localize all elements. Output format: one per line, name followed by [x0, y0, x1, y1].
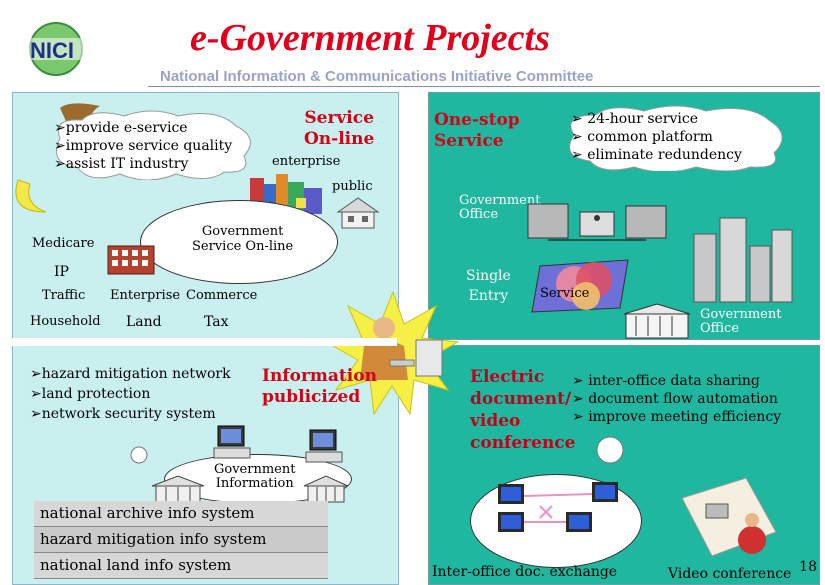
bullet-item: ➢ 24-hour service: [571, 111, 699, 127]
info-systems-table: national archive info system hazard miti…: [34, 501, 328, 579]
bullet-item: ➢ inter-office data sharing: [572, 373, 760, 389]
bullet-cloud: [56, 110, 251, 180]
item-traffic: Traffic: [42, 288, 86, 303]
item-ip: IP: [54, 264, 69, 280]
service-online-bullets: ➢provide e-service ➢improve service qual…: [54, 119, 232, 173]
bullet-item: ➢ eliminate redundency: [571, 147, 742, 163]
one-stop-bullets: ➢ 24-hour service ➢ common platform ➢ el…: [571, 110, 742, 164]
panel-gap: [12, 338, 397, 346]
service-label: Service: [540, 286, 590, 301]
video-conference-icon: [681, 477, 777, 557]
doc-exchange-computers-icon: [498, 482, 618, 532]
bullet-item: ➢land protection: [30, 386, 151, 402]
item-enterprise: Enterprise: [110, 288, 181, 303]
gov-office-bottom-label: Government Office: [700, 307, 782, 336]
gov-service-online-ellipse: [140, 200, 338, 284]
inter-office-caption: Inter-office doc. exchange: [432, 564, 618, 580]
bullet-item: ➢improve service quality: [54, 138, 233, 154]
header-divider: [148, 86, 820, 87]
networked-computers-icon: [213, 425, 343, 463]
gov-office-servers-icon: [527, 203, 667, 241]
public-label: public: [332, 179, 373, 194]
bubble-icon: [596, 436, 624, 464]
video-conference-caption: Video conference: [668, 566, 792, 582]
info-publicized-heading: Information publicized: [262, 366, 377, 407]
electric-document-heading: Electric document/ video conference: [470, 367, 576, 453]
info-publicized-bullets: ➢hazard mitigation network ➢land protect…: [30, 364, 231, 424]
gov-information-label: Government Information: [214, 462, 296, 491]
nici-logo-emblem: NICI: [26, 22, 88, 76]
enterprise-label: enterprise: [272, 154, 341, 169]
gov-office-building-icon: [623, 303, 691, 339]
gov-buildings-icon: [693, 217, 793, 303]
archive-building-icon: [151, 475, 205, 503]
table-row: national archive info system: [34, 501, 328, 527]
single-entry-label: Single Entry: [466, 268, 511, 304]
page-title: e-Government Projects: [190, 17, 550, 59]
bullet-item: ➢ improve meeting efficiency: [572, 409, 782, 425]
bullet-item: ➢ common platform: [571, 129, 713, 145]
table-row: hazard mitigation info system: [34, 527, 328, 553]
bullet-item: ➢ document flow automation: [572, 391, 778, 407]
service-diagram-icon: [531, 259, 629, 313]
one-stop-heading: One-stop Service: [434, 110, 520, 151]
one-stop-bullet-cloud: [569, 105, 783, 171]
table-row: national land info system: [34, 553, 328, 579]
item-land: Land: [126, 314, 162, 330]
item-medicare: Medicare: [32, 236, 95, 251]
gov-service-online-label: Government Service On-line: [192, 224, 294, 254]
bullet-item: ➢provide e-service: [54, 120, 188, 136]
service-online-heading: Service On-line: [304, 108, 375, 149]
item-household: Household: [30, 314, 101, 329]
gov-office-top-label: Government Office: [459, 193, 541, 222]
bubble-icon: [130, 446, 148, 464]
page-subtitle: National Information & Communications In…: [160, 68, 594, 85]
page-number: 18: [799, 559, 817, 575]
bullet-item: ➢hazard mitigation network: [30, 366, 231, 382]
bullet-item: ➢assist IT industry: [54, 156, 189, 172]
archive-building-icon: [303, 475, 349, 503]
item-commerce: Commerce: [186, 288, 258, 303]
hospital-building-icon: [107, 245, 155, 275]
electric-document-bullets: ➢ inter-office data sharing ➢ document f…: [572, 372, 781, 426]
worker-at-computer-icon: [324, 290, 460, 416]
svg-text:NICI: NICI: [30, 38, 74, 63]
item-tax: Tax: [204, 314, 229, 330]
nici-logo: NICI: [16, 18, 104, 80]
bullet-item: ➢network security system: [30, 406, 216, 422]
house-icon: [336, 197, 380, 229]
